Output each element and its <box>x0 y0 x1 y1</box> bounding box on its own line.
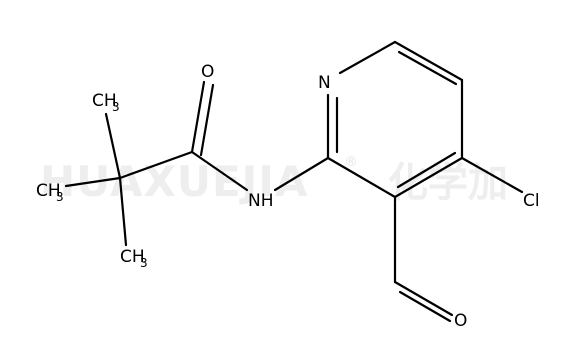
atom-n-ring: N <box>318 73 331 93</box>
ch3-top-main: CH <box>92 91 117 111</box>
bond-quat-ch3-bottom <box>118 176 128 247</box>
bond-c6-c5 <box>393 40 464 82</box>
atom-cl: Cl <box>523 191 540 211</box>
atom-o-aldehyde: O <box>454 311 467 331</box>
atom-ch3-left: CH 3 <box>36 181 64 204</box>
watermark-registered-mark: ® <box>344 154 358 170</box>
bond-carbonyl-o <box>190 80 206 154</box>
atom-labels: O N NH Cl O CH 3 CH 3 CH 3 <box>36 62 540 331</box>
bond-carbonyl-o-double <box>199 83 215 157</box>
bond-c6-c5-inner <box>397 50 458 86</box>
bonds <box>64 40 524 323</box>
bond-cho-o-double <box>398 290 452 323</box>
watermark-latin: HUAXUEJIA <box>40 157 308 206</box>
bond-c4-cl <box>460 156 524 194</box>
ch3-top-subscript: 3 <box>112 100 120 114</box>
ch3-left-subscript: 3 <box>56 190 64 204</box>
watermark-cjk: 化学加 <box>388 160 508 206</box>
bond-nh-carbonyl <box>190 150 249 192</box>
ch3-bottom-main: CH <box>120 247 145 267</box>
watermark: HUAXUEJIA ® 化学加 <box>40 154 508 206</box>
atom-ch3-bottom: CH 3 <box>120 247 148 270</box>
bond-c3-c2 <box>326 156 397 199</box>
atom-o-amide: O <box>201 62 214 82</box>
bond-quat-ch3-left <box>64 176 122 188</box>
atom-nh: NH <box>248 191 274 211</box>
bond-c2-nh <box>273 156 330 192</box>
bond-quat-ch3-top <box>104 112 122 180</box>
atom-ch3-top: CH 3 <box>92 91 120 114</box>
ch3-left-main: CH <box>36 181 61 201</box>
bond-cho-o <box>393 280 454 317</box>
ch3-bottom-subscript: 3 <box>140 256 148 270</box>
bond-carbonyl-quat <box>118 150 194 180</box>
bond-c4-c3-inner <box>396 151 457 189</box>
bond-c4-c3 <box>393 156 464 199</box>
bond-n1-c6 <box>338 40 397 75</box>
